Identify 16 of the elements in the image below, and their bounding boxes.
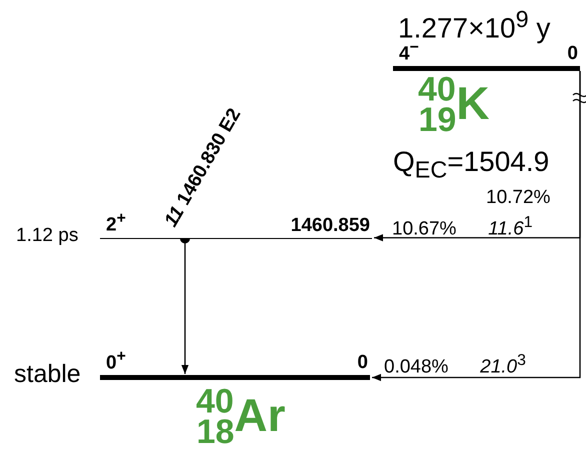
energy-level xyxy=(100,351,370,380)
level-lifetime-label: 1.12 ps xyxy=(16,226,78,245)
level-energy-label: 0 xyxy=(567,44,578,63)
spin-parity-label: 0$^{+}$ xyxy=(106,348,126,372)
branch-total-label: 10.72% xyxy=(486,188,550,207)
level-energy-label: 1460.859 xyxy=(290,216,370,234)
branch-intensity-label: 0.048% 21.0$^{3}$ xyxy=(384,353,526,376)
spin-parity-label: 4$^{−}$ xyxy=(399,40,419,63)
spin-parity-label: 2$^{+}$ xyxy=(106,211,126,234)
q-value-label: Q$_{EC}$=1504.9 xyxy=(393,148,550,182)
level-energy-label: 0 xyxy=(357,353,368,372)
level-lifetime-label: stable xyxy=(14,362,81,387)
decay-branch-arrow xyxy=(372,71,581,382)
half-life-label: 1.277×10$^{9}$ y xyxy=(398,8,550,42)
gamma-transition-arrow xyxy=(180,238,190,374)
branch-intensity-label: 10.67% 11.6$^{1}$ xyxy=(392,215,533,238)
